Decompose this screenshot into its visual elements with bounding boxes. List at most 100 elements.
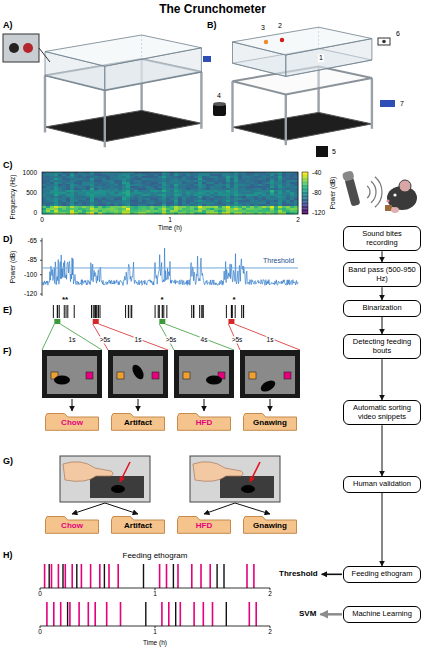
spectrogram-cell: [178, 190, 182, 192]
spectrogram-cell: [186, 188, 190, 190]
spectrogram-cell: [286, 190, 290, 192]
spectrogram-cell: [194, 186, 198, 188]
spectrogram-cell: [250, 204, 254, 206]
spectrogram-cell: [110, 202, 114, 204]
spectrogram-cell: [154, 194, 158, 196]
spectrogram-cell: [274, 176, 278, 178]
spectrogram-cell: [142, 196, 146, 198]
spectrogram-cell: [242, 202, 246, 204]
spectrogram-cell: [170, 176, 174, 178]
spectrogram-cell: [242, 186, 246, 188]
apparatus-assembled: [45, 35, 201, 147]
feeding-bout: [71, 564, 73, 588]
spectrogram-cell: [118, 172, 122, 174]
spectrogram-cell: [198, 174, 202, 176]
spectrogram-cell: [74, 196, 78, 198]
spectrogram-cell: [242, 178, 246, 180]
table-leg: [371, 78, 373, 129]
process-box: Detecting feeding bouts: [343, 334, 421, 359]
spectrogram-cell: [54, 184, 58, 186]
spectrogram-cell: [66, 186, 70, 188]
colorbar-cell: [302, 178, 308, 180]
spectrogram-cell: [218, 190, 222, 192]
feeding-bout: [120, 602, 122, 626]
spectrogram-cell: [214, 178, 218, 180]
spectrogram-cell: [78, 196, 82, 198]
spectrogram-cell: [50, 174, 54, 176]
spectrogram-cell: [214, 182, 218, 184]
spectrogram-cell: [74, 206, 78, 208]
spectrogram-cell: [162, 194, 166, 196]
spectrogram-cell: [166, 192, 170, 194]
spectrogram-cell: [254, 206, 258, 208]
spectrogram-cell: [238, 176, 242, 178]
spectrogram-cell: [98, 210, 102, 212]
spectrogram-cell: [214, 208, 218, 210]
spectrogram-cell: [206, 198, 210, 200]
spectrogram-cell: [94, 182, 98, 184]
video-frame: [42, 350, 102, 411]
spectrogram-cell: [70, 196, 74, 198]
box-text: Human validation: [347, 480, 417, 489]
spectrogram-cell: [166, 196, 170, 198]
spectrogram-cell: [214, 194, 218, 196]
process-box: Feeding ethogram: [343, 566, 421, 583]
spectrogram-cell: [102, 208, 106, 210]
power-plot: [40, 238, 298, 296]
spectrogram-cell: [46, 192, 50, 194]
spectrogram-cell: [218, 182, 222, 184]
spectrogram-cell: [178, 174, 182, 176]
spectrogram-cell: [94, 184, 98, 186]
spectrogram-cell: [146, 198, 150, 200]
spectrogram-cell: [222, 202, 226, 204]
spectrogram-cell: [82, 200, 86, 202]
spectrogram-cell: [42, 206, 46, 208]
spectrogram-cell: [202, 186, 206, 188]
spectrogram-cell: [250, 172, 254, 174]
table-leg: [231, 81, 233, 132]
colorbar-cell: [302, 179, 308, 181]
spectrogram-cell: [94, 210, 98, 212]
frame-background: [60, 456, 150, 502]
spectrogram-cell: [130, 208, 134, 210]
spectrogram-cell: [146, 176, 150, 178]
spectrogram-cell: [222, 210, 226, 212]
spectrogram-cell: [66, 192, 70, 194]
feeding-bout: [106, 602, 108, 626]
spectrogram-cell: [162, 186, 166, 188]
hfd-hopper: [152, 372, 159, 379]
spectrogram-cell: [294, 180, 298, 182]
spectrogram-cell: [150, 204, 154, 206]
spectrogram-cell: [290, 204, 294, 206]
spectrogram-cell: [218, 204, 222, 206]
spectrogram-cell: [270, 184, 274, 186]
spectrogram-cell: [246, 184, 250, 186]
raster-tick: [91, 305, 92, 318]
spectrogram-cell: [190, 196, 194, 198]
mouse-silhouette: [111, 485, 125, 493]
spectrogram-cell: [162, 196, 166, 198]
spectrogram-cell: [222, 182, 226, 184]
spectrogram-cell: [154, 202, 158, 204]
spectrogram-cell: [82, 176, 86, 178]
spectrogram-cell: [78, 186, 82, 188]
spectrogram-cell: [154, 182, 158, 184]
spectrogram-cell: [46, 180, 50, 182]
spectrogram-cell: [142, 192, 146, 194]
feeding-bout: [46, 602, 48, 626]
frame-background: [190, 456, 280, 502]
spectrogram-cell: [142, 176, 146, 178]
sort-arrow: [72, 503, 105, 514]
raster-tick: [67, 305, 68, 318]
spectrogram-cell: [134, 174, 138, 176]
feeding-bout: [99, 564, 101, 588]
spectrogram-cell: [42, 182, 46, 184]
spectrogram-cell: [154, 206, 158, 208]
tick-label: 0: [37, 628, 43, 635]
spectrogram-cell: [58, 184, 62, 186]
spectrogram-cell: [254, 200, 258, 202]
frame-background: [42, 350, 102, 398]
spectrogram-cell: [102, 172, 106, 174]
spectrogram-cell: [226, 178, 230, 180]
spectrogram-cell: [94, 200, 98, 202]
